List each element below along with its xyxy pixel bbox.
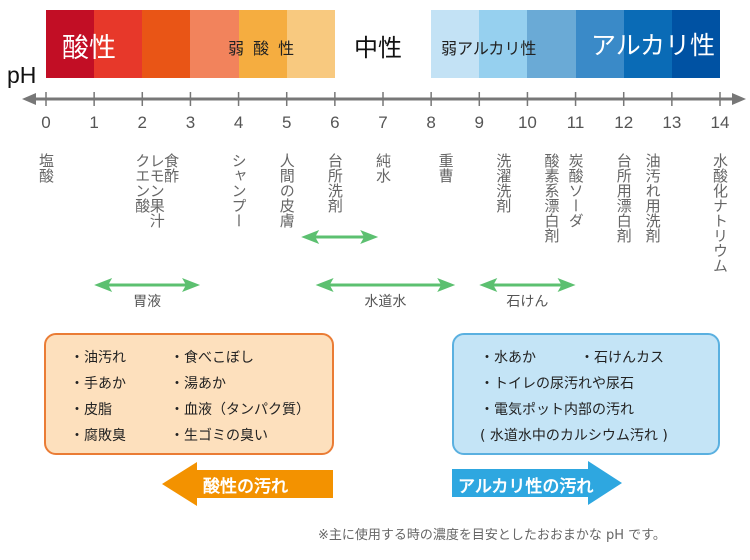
tick-label: 4 <box>233 113 244 132</box>
tick-label: 3 <box>185 113 196 132</box>
tick-label: 10 <box>517 113 537 132</box>
tick-label: 12 <box>614 113 634 132</box>
color-segment <box>238 10 288 78</box>
range-arrow <box>94 278 201 292</box>
substance-label: 炭酸ソーダ <box>566 153 585 228</box>
acid-dirt-item: ・油汚れ <box>70 350 126 366</box>
tick-label: 0 <box>41 113 51 132</box>
weak-alkaline-zone-label: 弱アルカリ性 <box>441 39 537 58</box>
acid-dirt-item: ・腐敗臭 <box>70 428 126 444</box>
acid-dirt-box: ・油汚れ ・手あか ・皮脂 ・腐敗臭 ・食べこぼし ・湯あか ・血液（タンパク質… <box>44 333 334 455</box>
tick-label: 9 <box>474 113 485 132</box>
color-segment <box>431 10 480 78</box>
substance-label: 油汚れ用洗剤 <box>643 153 662 243</box>
range-arrow <box>315 278 456 292</box>
substance-label: 洗濯洗剤 <box>494 153 513 213</box>
color-segment <box>575 10 625 78</box>
soap-label: 石けん <box>506 294 549 310</box>
alkaline-dirt-item: ・水あか <box>480 350 536 366</box>
tick-label: 6 <box>330 113 340 132</box>
tick-label: 8 <box>426 113 436 132</box>
tick-label: 13 <box>662 113 682 132</box>
tick-label: 2 <box>137 113 148 132</box>
tick-label: 14 <box>710 113 730 132</box>
substance-label: 純水 <box>374 153 392 183</box>
range-arrowhead-left-icon <box>301 230 320 244</box>
color-segment <box>94 10 143 78</box>
substance-label: 重曹 <box>436 153 455 183</box>
range-arrowhead-right-icon <box>437 278 456 292</box>
range-arrowhead-left-icon <box>479 278 498 292</box>
ph-axis-label: pH <box>7 62 37 88</box>
alkaline-zone-label: アルカリ性 <box>591 31 716 60</box>
tick-label: 1 <box>89 113 99 132</box>
range-arrowhead-right-icon <box>557 278 576 292</box>
color-segment <box>286 10 336 78</box>
substance-label: 食酢 <box>162 153 181 183</box>
acid-dirt-item: ・手あか <box>70 376 126 392</box>
alkaline-dirt-item: ・石けんカス <box>580 350 664 366</box>
color-segment <box>46 10 95 78</box>
alkaline-dirt-item: ( 水道水中のカルシウム汚れ ) <box>480 428 668 444</box>
axis-arrow-right-icon <box>732 93 746 105</box>
alkaline-dirt-item: ・電気ポット内部の汚れ <box>480 402 634 418</box>
dirt-arrows <box>162 461 622 506</box>
range-arrowhead-left-icon <box>94 278 113 292</box>
stomach-acid-label: 胃液 <box>133 294 162 310</box>
substance-label: レモン果汁 <box>147 153 166 228</box>
alkaline-dirt-item: ・トイレの尿汚れや尿石 <box>480 376 634 392</box>
substance-label: 水酸化ナトリウム <box>711 153 729 273</box>
alkaline-dirt-arrow <box>452 461 622 505</box>
acid-dirt-arrow <box>162 462 333 506</box>
color-segment <box>142 10 191 78</box>
footnote: ※主に使用する時の濃度を目安としたおおまかな pH です。 <box>318 528 666 543</box>
acid-dirt-item: ・皮脂 <box>70 402 112 418</box>
tick-label: 11 <box>566 113 585 132</box>
substance-label: シャンプー <box>229 153 248 228</box>
color-segment <box>190 10 240 78</box>
substance-label: 台所用漂白剤 <box>614 153 633 243</box>
acid-dirt-item: ・食べこぼし <box>170 350 254 366</box>
acid-zone-label: 酸性 <box>62 33 116 64</box>
color-segment <box>527 10 577 78</box>
tap-water-label: 水道水 <box>364 294 407 310</box>
ph-axis <box>22 92 746 292</box>
color-segment <box>671 10 721 78</box>
substance-label: 酸素系漂白剤 <box>542 153 561 243</box>
acid-dirt-arrow-label: 酸性の汚れ <box>203 477 288 497</box>
acid-dirt-item: ・湯あか <box>170 376 226 392</box>
color-segment <box>623 10 673 78</box>
range-arrowhead-right-icon <box>182 278 201 292</box>
range-arrow <box>479 278 576 292</box>
substance-label: 台所洗剤 <box>325 153 344 213</box>
tick-label: 7 <box>378 113 388 132</box>
substance-label: 塩酸 <box>37 153 55 183</box>
acid-dirt-item: ・生ゴミの臭い <box>170 428 268 444</box>
acid-dirt-item: ・血液（タンパク質） <box>170 402 310 418</box>
substance-label: クエン酸 <box>133 153 152 213</box>
weak-acid-zone-label: 弱 酸 性 <box>228 39 297 58</box>
alkaline-dirt-arrow-label: アルカリ性の汚れ <box>458 477 594 497</box>
tick-label: 5 <box>281 113 292 132</box>
substance-label: 人間の皮膚 <box>277 153 296 228</box>
alkaline-dirt-box: ・水あか ・石けんカス ・トイレの尿汚れや尿石 ・電気ポット内部の汚れ ( 水道… <box>452 333 720 455</box>
range-arrowhead-left-icon <box>315 278 334 292</box>
range-arrowhead-right-icon <box>360 230 379 244</box>
color-segment <box>479 10 528 78</box>
neutral-zone-label: 中性 <box>354 34 402 62</box>
axis-arrow-left-icon <box>22 93 36 105</box>
range-arrow <box>301 230 379 244</box>
